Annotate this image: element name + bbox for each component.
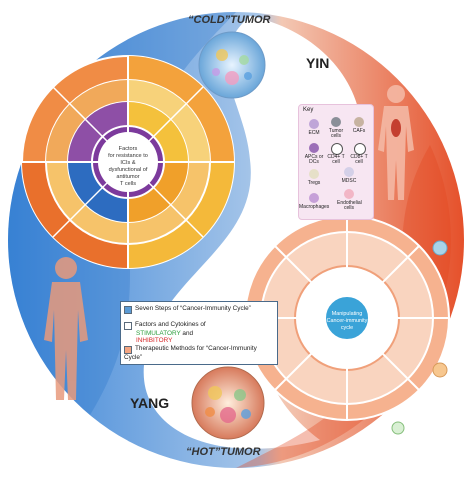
key-item-macrophages: Macrophages bbox=[299, 204, 330, 210]
legend-stimulatory: STIMULATORY bbox=[136, 330, 181, 337]
human-silhouette-right bbox=[378, 85, 414, 200]
cold-tumor-label: “COLD”TUMOR bbox=[188, 14, 271, 26]
legend-row-therapy: Therapeutic Methods for “Cancer-Immunity… bbox=[124, 345, 274, 361]
cell-icon bbox=[432, 362, 448, 378]
legend-row-factors: Factors and Cytokines of STIMULATORY and… bbox=[124, 321, 274, 344]
svg-text:antitumor: antitumor bbox=[116, 174, 139, 180]
yang-label: YANG bbox=[130, 395, 170, 411]
human-silhouette-left bbox=[44, 257, 88, 400]
apc-icon bbox=[309, 143, 319, 153]
left-center-label-1: Factors bbox=[119, 146, 138, 152]
cell-icon bbox=[432, 240, 448, 256]
legend-inhibitory: INHIBITORY bbox=[136, 337, 173, 344]
key-title: Key bbox=[303, 107, 314, 113]
cd8-icon bbox=[354, 143, 366, 155]
legend-steps-text: Seven Steps of “Cancer-Immunity Cycle” bbox=[135, 305, 251, 312]
legend-factors-text: Factors and Cytokines of bbox=[135, 321, 206, 328]
key-item-mdsc: MDSC bbox=[341, 178, 357, 184]
svg-text:cycle: cycle bbox=[341, 325, 353, 331]
legend-and: and bbox=[180, 330, 194, 337]
key-panel: Key ECM Tumor cells CAFs APCs or DCs CD4… bbox=[298, 104, 374, 220]
cd4-icon bbox=[331, 143, 343, 155]
tumor-cell-icon bbox=[331, 117, 341, 127]
caf-icon bbox=[354, 117, 364, 127]
legend-therapy-text: Therapeutic Methods for “Cancer-Immunity… bbox=[124, 345, 257, 361]
svg-text:for resistance to: for resistance to bbox=[108, 153, 148, 159]
key-item-ecm: ECM bbox=[308, 130, 320, 136]
hot-tumor-image bbox=[191, 366, 265, 440]
legend-panel: Seven Steps of “Cancer-Immunity Cycle” F… bbox=[120, 301, 278, 365]
key-item-cd8: CD8+ T cell bbox=[350, 154, 368, 165]
key-item-cafs: CAFs bbox=[352, 128, 366, 134]
left-factor-wheel bbox=[21, 55, 235, 269]
svg-text:Cancer-immunity: Cancer-immunity bbox=[327, 318, 368, 324]
steps-swatch bbox=[124, 306, 132, 314]
key-item-cd4: CD4+ T cell bbox=[327, 154, 345, 165]
right-therapy-wheel bbox=[244, 215, 450, 421]
legend-row-steps: Seven Steps of “Cancer-Immunity Cycle” bbox=[124, 305, 274, 314]
cold-tumor-image bbox=[198, 31, 266, 99]
svg-text:ICIs &: ICIs & bbox=[120, 160, 135, 166]
hot-tumor-label: “HOT”TUMOR bbox=[186, 446, 261, 458]
therapy-swatch bbox=[124, 346, 132, 354]
mdsc-icon bbox=[344, 167, 354, 177]
right-center-label-1: Manipulating bbox=[332, 311, 363, 317]
svg-text:T cells: T cells bbox=[120, 181, 136, 187]
treg-icon bbox=[309, 169, 319, 179]
key-item-tregs: Tregs bbox=[307, 180, 321, 186]
ecm-icon bbox=[309, 119, 319, 129]
macrophage-icon bbox=[309, 193, 319, 203]
yin-label: YIN bbox=[306, 55, 330, 71]
key-item-endothelial: Endothelial cells bbox=[337, 200, 362, 211]
factors-swatch bbox=[124, 322, 132, 330]
key-item-tumor: Tumor cells bbox=[328, 128, 344, 139]
key-item-apcs: APCs or DCs bbox=[304, 154, 324, 165]
endothelial-icon bbox=[344, 189, 354, 199]
svg-text:dysfunctional of: dysfunctional of bbox=[109, 167, 148, 173]
cell-icon bbox=[391, 421, 405, 435]
